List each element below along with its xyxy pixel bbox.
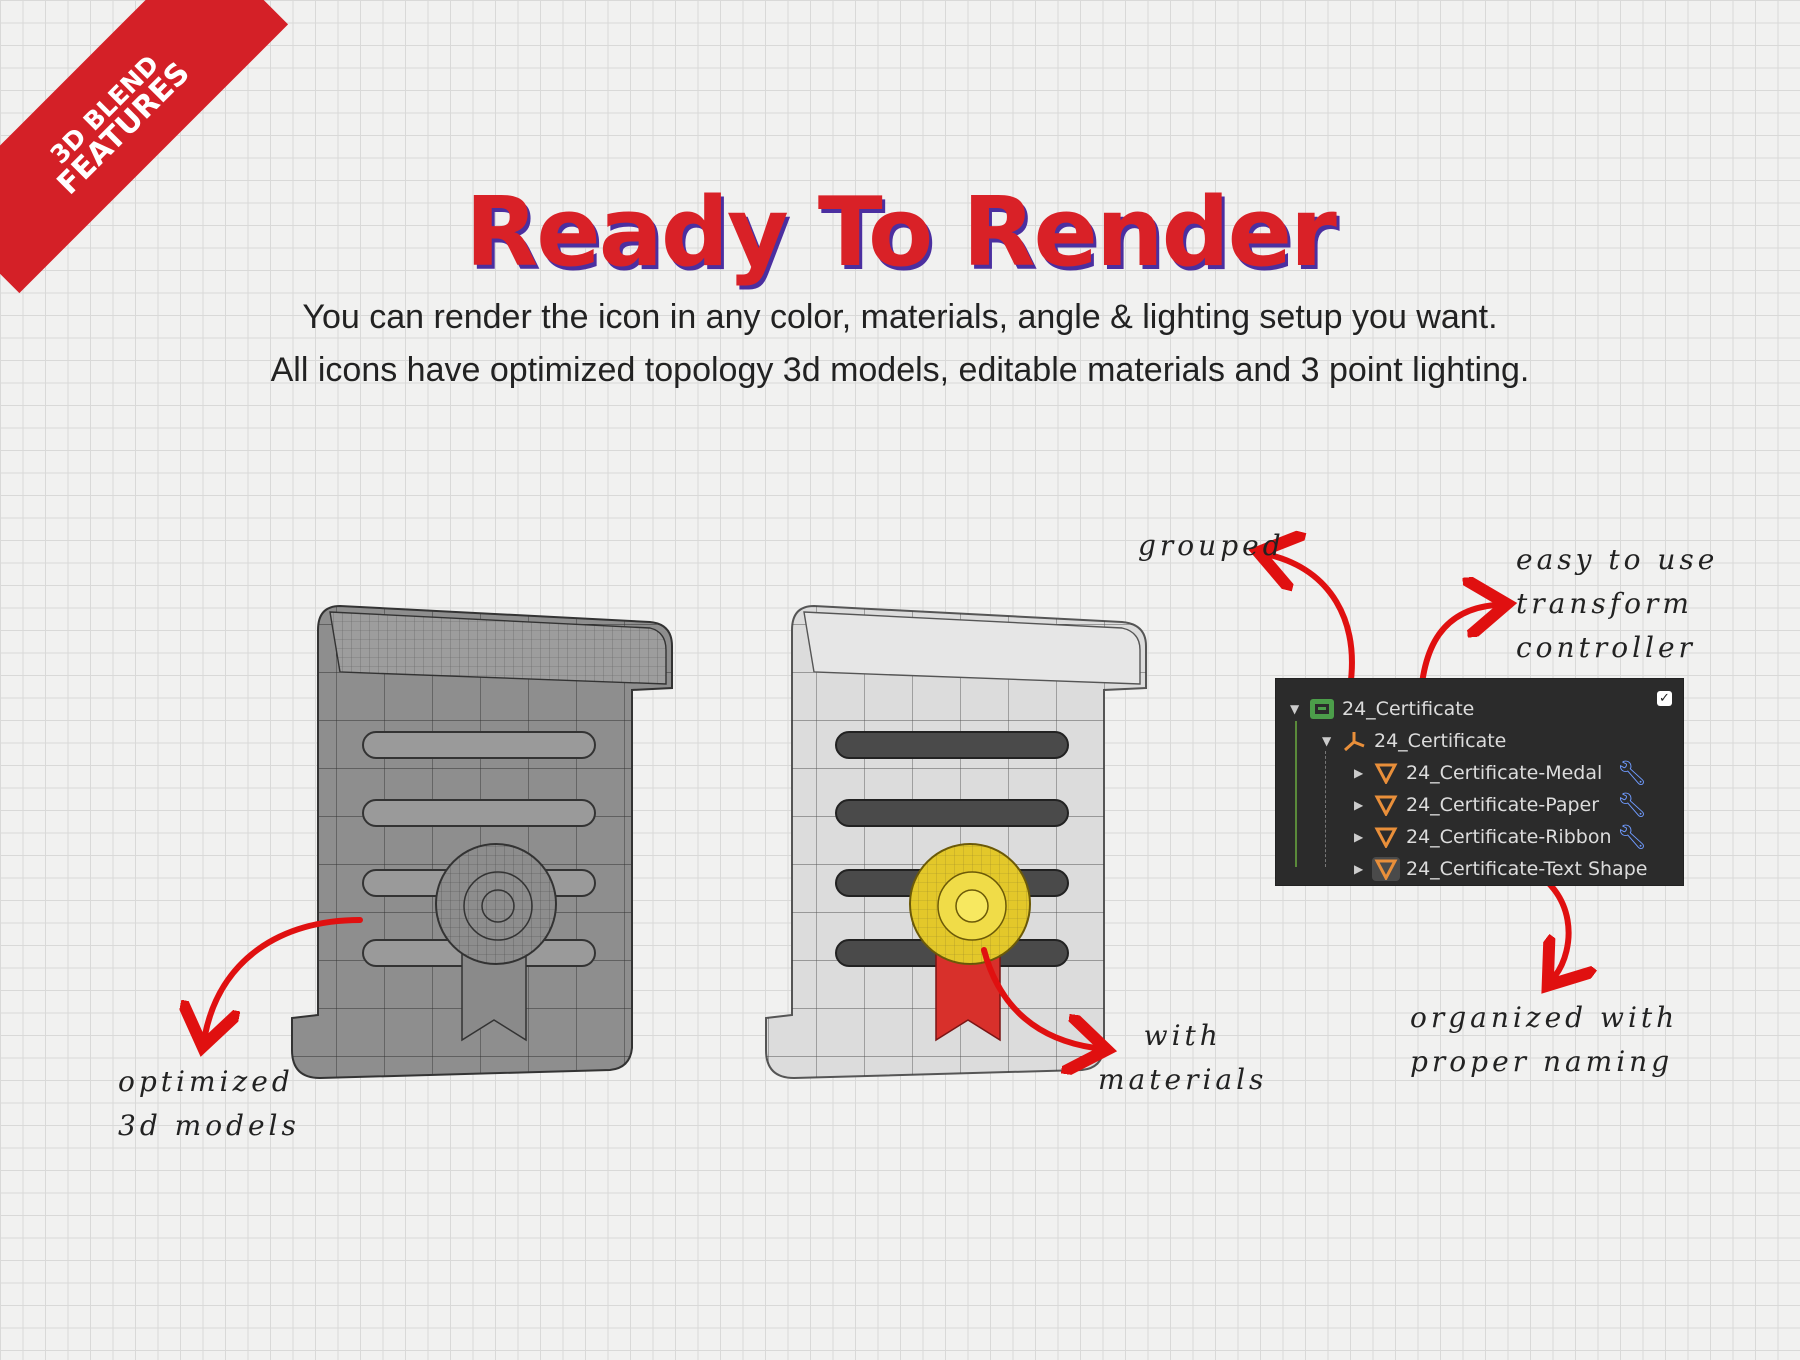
outliner-row-paper[interactable]: ▶ 24_Certificate-Paper [1354,790,1674,820]
outliner-row-empty[interactable]: ▼ 24_Certificate [1322,726,1506,756]
mesh-icon [1372,825,1400,849]
child-hierarchy-line [1325,751,1326,867]
outliner-label: 24_Certificate [1374,730,1507,752]
note-transform-line-2: transform [1516,587,1693,620]
note-transform-line-1: easy to use [1516,543,1719,576]
material-certificate-model [765,604,1147,1080]
collapse-triangle-icon[interactable]: ▶ [1354,798,1364,812]
outliner-label: 24_Certificate-Text Shape [1406,858,1648,880]
note-naming-line-2: proper naming [1410,1045,1674,1078]
note-transform-line-3: controller [1516,631,1696,664]
wrench-icon[interactable]: 🔧︎ [1616,823,1647,851]
note-optimized-line-1: optimized [118,1065,294,1098]
expand-triangle-icon[interactable]: ▼ [1290,702,1300,716]
note-optimized-line-2: 3d models [118,1109,300,1142]
note-optimized: optimized 3d models [118,1060,300,1148]
outliner-row-collection[interactable]: ▼ 24_Certificate [1290,694,1474,724]
visibility-checkbox[interactable]: ✓ [1657,691,1672,706]
note-transform: easy to use transform controller [1516,538,1718,670]
outliner-label: 24_Certificate-Paper [1406,794,1600,816]
outliner-label: 24_Certificate-Ribbon [1406,826,1612,848]
expand-triangle-icon[interactable]: ▼ [1322,734,1332,748]
arrow-materials [981,947,1095,1048]
note-materials-line-2: materials [1098,1063,1268,1096]
wrench-icon[interactable]: 🔧︎ [1616,759,1647,787]
note-materials: with materials [1098,1014,1267,1102]
note-grouped-line-1: grouped [1138,529,1285,562]
collection-icon [1308,697,1336,721]
mesh-icon [1372,857,1400,881]
note-naming: organized with proper naming [1410,996,1678,1084]
subtitle-line-2: All icons have optimized topology 3d mod… [270,351,1530,389]
outliner-label: 24_Certificate [1342,698,1475,720]
arrow-grouped [1270,555,1355,691]
page-title: Ready To Render [465,178,1337,288]
collapse-triangle-icon[interactable]: ▶ [1354,830,1364,844]
hierarchy-line [1295,721,1297,867]
outliner-row-medal[interactable]: ▶ 24_Certificate-Medal [1354,758,1674,788]
note-naming-line-1: organized with [1410,1001,1679,1034]
note-grouped: grouped [1138,524,1285,568]
collapse-triangle-icon[interactable]: ▶ [1354,766,1364,780]
mesh-icon [1372,793,1400,817]
collapse-triangle-icon[interactable]: ▶ [1354,862,1364,876]
outliner-panel: ✓ ▼ 24_Certificate ▼ 24_Certificate ▶ 24… [1275,678,1684,886]
note-materials-line-1: with [1143,1019,1222,1052]
subtitle-line-1: You can render the icon in any color, ma… [302,298,1498,336]
arrow-optimized [205,917,363,1035]
empty-axes-icon [1340,729,1368,753]
outliner-row-ribbon[interactable]: ▶ 24_Certificate-Ribbon [1354,822,1674,852]
outliner-label: 24_Certificate-Medal [1406,762,1603,784]
mesh-icon [1372,761,1400,785]
outliner-row-text-shape[interactable]: ▶ 24_Certificate-Text Shape [1354,854,1674,884]
wrench-icon[interactable]: 🔧︎ [1616,791,1647,819]
wireframe-certificate-model [291,604,673,1080]
